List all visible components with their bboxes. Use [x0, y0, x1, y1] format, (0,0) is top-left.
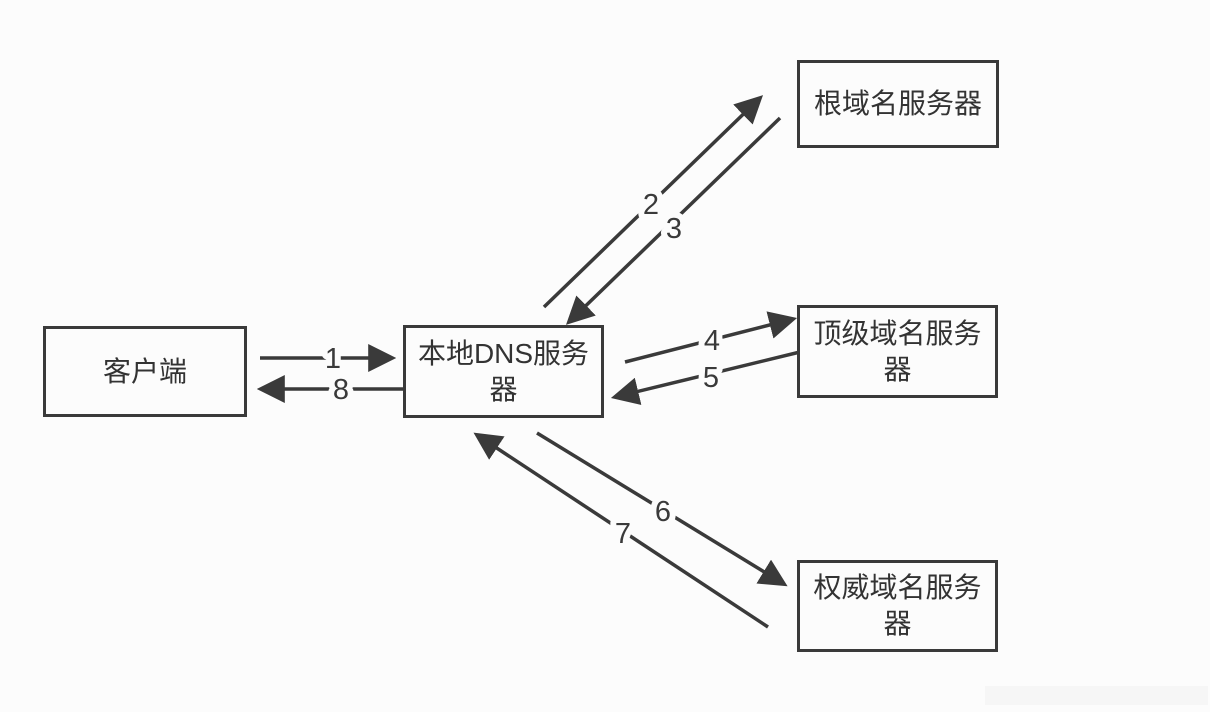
arrow-5-tld-dns-to-local-dns — [610, 350, 801, 405]
node-client: 客户端 — [43, 326, 247, 417]
node-tld-dns-server-label-line1: 顶级域名服务 — [813, 317, 982, 349]
arrow-label-5: 5 — [703, 362, 719, 394]
arrow-label-1: 1 — [325, 343, 341, 375]
node-tld-dns-server: 顶级域名服务 器 — [797, 305, 998, 398]
arrow-label-2: 2 — [643, 189, 659, 221]
arrow-label-3: 3 — [666, 213, 682, 245]
node-client-label: 客户端 — [102, 355, 187, 387]
node-tld-dns-server-label-line2: 器 — [883, 353, 912, 385]
arrow-7-auth-dns-to-local-dns — [473, 432, 769, 629]
node-local-dns-server: 本地DNS服务 器 — [403, 325, 604, 418]
arrow-6-local-dns-to-auth-dns — [536, 431, 788, 587]
node-local-dns-server-label-line1: 本地DNS服务 — [417, 337, 590, 369]
arrow-3-root-dns-to-local-dns — [565, 116, 782, 325]
node-root-dns-server-label: 根域名服务器 — [813, 88, 982, 120]
node-authoritative-dns-server-label-line2: 器 — [883, 608, 912, 639]
arrow-label-8: 8 — [333, 374, 349, 406]
node-local-dns-server-label-line2: 器 — [489, 373, 518, 405]
arrow-label-7: 7 — [615, 518, 631, 550]
watermark-block — [985, 686, 1208, 705]
node-authoritative-dns-server-label-line1: 权威域名服务 — [813, 572, 982, 604]
arrow-4-local-dns-to-tld-dns — [624, 311, 798, 364]
node-root-dns-server: 根域名服务器 — [797, 60, 999, 148]
node-authoritative-dns-server: 权威域名服务 器 — [797, 560, 998, 652]
arrow-label-4: 4 — [704, 325, 720, 357]
arrow-2-local-dns-to-root-dns — [542, 95, 764, 309]
arrow-label-6: 6 — [655, 496, 671, 528]
